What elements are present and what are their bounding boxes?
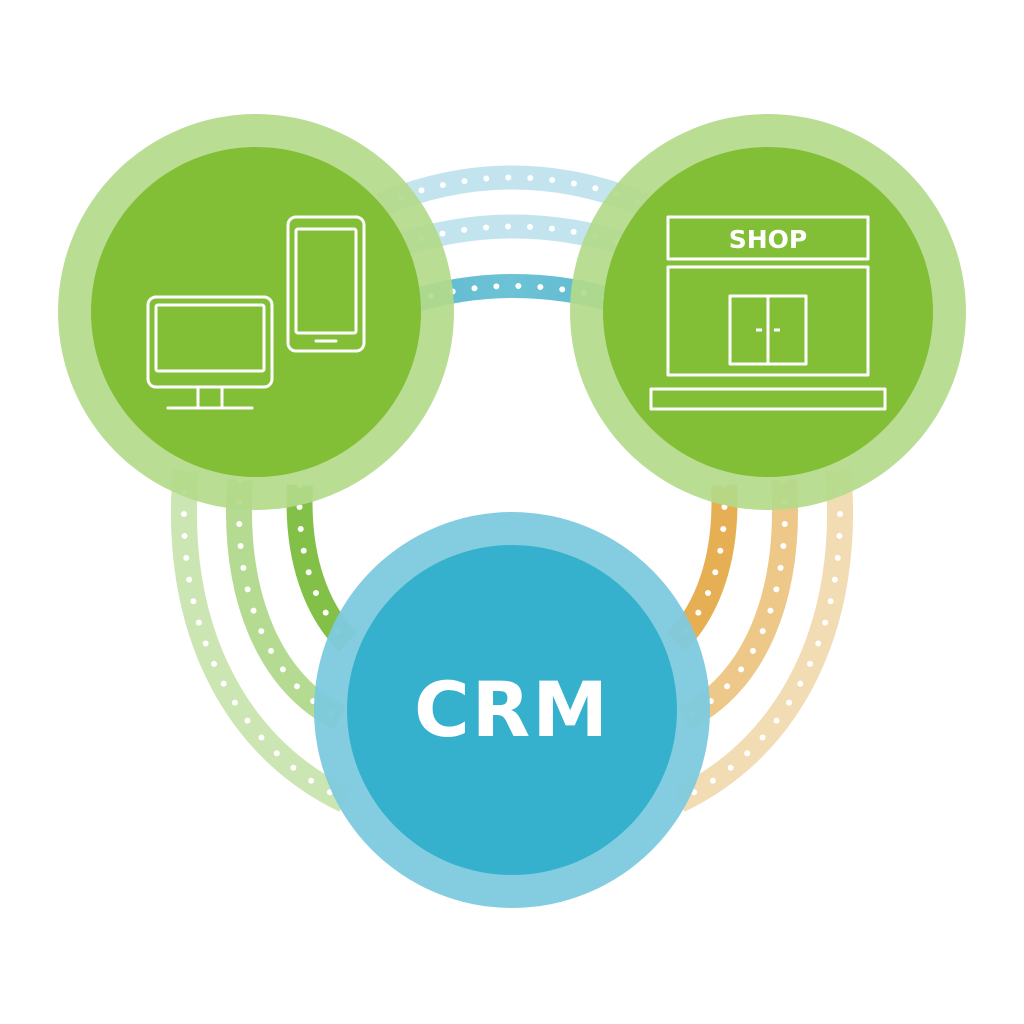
monitor-icon [146, 295, 274, 410]
shop-sign-text: SHOP [729, 225, 808, 254]
smartphone-icon [286, 215, 366, 353]
node-crm: CRM [314, 512, 710, 908]
band-shop-crm-outer [673, 468, 854, 812]
node-crm-inner-disc [347, 545, 677, 875]
band-digital-crm-outer [170, 468, 351, 812]
node-shop: SHOP [570, 114, 966, 510]
crm-label: CRM [414, 665, 610, 754]
node-digital-inner-disc [91, 147, 421, 477]
node-digital-channels [58, 114, 454, 510]
storefront-icon [649, 215, 887, 411]
